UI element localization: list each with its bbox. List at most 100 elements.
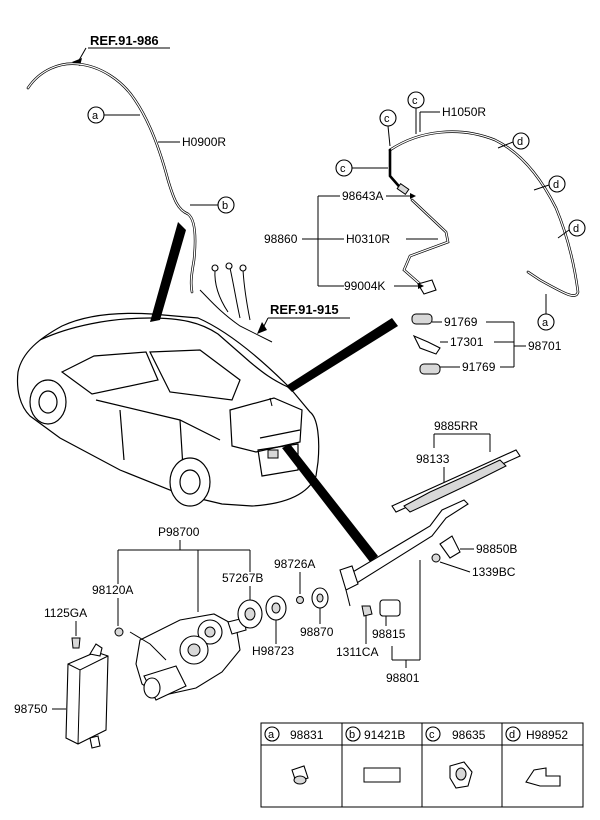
- car-roof-line: [39, 317, 291, 389]
- legend-table: a 98831 b 91421B c 98635 d H98952: [260, 722, 584, 808]
- nozzle-99004k-icon: [417, 279, 437, 295]
- label-h0900r[interactable]: H0900R: [182, 135, 226, 149]
- callout-a-text: a: [92, 110, 99, 122]
- cover-98815-icon: [379, 599, 401, 617]
- vehicle-suv: [16, 312, 320, 507]
- callout-d2-circle: [548, 175, 566, 193]
- legend-c-part[interactable]: 98635: [452, 728, 486, 742]
- label-h98723[interactable]: H98723: [252, 644, 294, 658]
- ref-91-915-label[interactable]: REF.91-915: [270, 302, 339, 317]
- label-1311ca[interactable]: 1311CA: [336, 645, 378, 659]
- nut-1339bc-icon: [431, 553, 441, 563]
- legend-cell-b: b 91421B: [345, 726, 405, 783]
- motor-bracket-arm: [129, 631, 167, 661]
- wiper-blade-9885rr[interactable]: [403, 459, 507, 513]
- label-h0310r[interactable]: H0310R: [346, 232, 390, 246]
- ref-91-986-label[interactable]: REF.91-986: [90, 33, 159, 48]
- label-99004k[interactable]: 99004K: [344, 279, 385, 293]
- car-rear-window: [229, 397, 303, 453]
- connector-1-icon: [211, 264, 219, 272]
- legend-d-letter: d: [509, 729, 515, 741]
- label-98870[interactable]: 98870: [300, 625, 334, 639]
- car-side-window: [149, 349, 241, 401]
- clip-91769-bottom-icon: [419, 363, 441, 375]
- legend-b-letter: b: [349, 729, 355, 741]
- label-17301[interactable]: 17301: [450, 335, 484, 349]
- joint-98643a-icon: [396, 182, 410, 196]
- car-rear-wheel: [169, 457, 211, 507]
- legend-cell-a: a 98831: [264, 726, 324, 785]
- label-p98700[interactable]: P98700: [158, 525, 200, 539]
- label-98643a[interactable]: 98643A: [342, 189, 383, 203]
- module-tab-bottom: [89, 735, 101, 749]
- connector-2-icon: [225, 262, 233, 270]
- label-91769-top[interactable]: 91769: [444, 315, 478, 329]
- pointer-wiper-to-car: [282, 444, 378, 562]
- clip-h98952-icon: [525, 767, 561, 787]
- label-h1050r[interactable]: H1050R: [442, 105, 486, 119]
- callout-b-text: b: [222, 200, 228, 212]
- callout-d2-text: d: [553, 179, 559, 191]
- label-98750[interactable]: 98750: [14, 702, 48, 716]
- label-98850b[interactable]: 98850B: [476, 542, 517, 556]
- label-98860[interactable]: 98860: [264, 232, 298, 246]
- pointer-hose-to-car: [150, 222, 186, 322]
- legend-d-part[interactable]: H98952: [526, 728, 568, 742]
- callout-a2-text: a: [542, 317, 549, 329]
- callout-d3-circle: [568, 219, 586, 237]
- car-rear-nozzle-marker: [269, 397, 273, 407]
- callout-d3-text: d: [573, 223, 579, 235]
- washer-hose-h0900r: REF.91-986 a H0900R b: [26, 33, 235, 294]
- car-front-wheel: [29, 379, 67, 425]
- gasket-17301-icon: [412, 334, 441, 355]
- label-91421b-icon: [363, 767, 401, 783]
- legend-cell-c: c 98635: [425, 726, 486, 789]
- callout-c2-text: c: [384, 113, 390, 125]
- pointer-nozzle-to-car: [286, 318, 398, 392]
- wiper-motor-assembly: P98700 98120A 57267B 98726A 1125GA H9872…: [14, 525, 334, 749]
- harness-wire-1: [214, 269, 229, 313]
- label-98701[interactable]: 98701: [528, 339, 562, 353]
- car-tail-lamp: [267, 449, 279, 459]
- connector-3-icon: [239, 264, 247, 272]
- callout-d1-text: d: [517, 136, 523, 148]
- label-1125ga[interactable]: 1125GA: [44, 606, 87, 620]
- label-98801[interactable]: 98801: [386, 671, 420, 685]
- clip-group-98701: 91769 17301 91769 98701: [411, 313, 562, 375]
- module-tab-top: [89, 643, 103, 657]
- label-98726a[interactable]: 98726A: [274, 557, 315, 571]
- callout-c1-text: c: [412, 95, 418, 107]
- label-98815[interactable]: 98815: [372, 627, 406, 641]
- callout-d1-circle: [512, 132, 530, 150]
- car-tailgate-plate: [257, 443, 299, 477]
- car-rear-wiper: [259, 429, 301, 439]
- label-57267b[interactable]: 57267B: [222, 571, 263, 585]
- wiring-harness: REF.91-915: [199, 262, 350, 343]
- legend-cell-d: d H98952: [505, 726, 568, 787]
- legend-a-letter: a: [268, 729, 275, 741]
- car-windshield: [60, 351, 159, 395]
- wiper-arm-98801[interactable]: [345, 499, 469, 587]
- rear-hose-assembly: H1050R c c c d d d a 98643A 98860: [264, 91, 586, 331]
- ref-91-915-arrow-icon: [257, 322, 267, 334]
- harness-main: [199, 289, 273, 343]
- clip-91769-top-icon: [411, 313, 433, 325]
- harness-wire-2: [229, 267, 241, 319]
- bolt-98120a-icon: [114, 627, 124, 637]
- label-9885rr[interactable]: 9885RR: [434, 419, 478, 433]
- legend-b-part[interactable]: 91421B: [364, 728, 405, 742]
- callout-c3-text: c: [340, 163, 346, 175]
- nut-98726a-icon: [296, 596, 304, 604]
- label-91769-bottom[interactable]: 91769: [462, 360, 496, 374]
- label-1339bc[interactable]: 1339BC: [472, 565, 516, 579]
- bolt-1125ga-icon: [71, 637, 81, 649]
- hose-h1050r[interactable]: [388, 130, 580, 297]
- label-98133[interactable]: 98133: [416, 452, 450, 466]
- harness-wire-3: [242, 269, 251, 321]
- legend-a-part[interactable]: 98831: [290, 728, 324, 742]
- legend-c-letter: c: [429, 729, 435, 741]
- cap-98850b-icon: [439, 535, 461, 559]
- car-body: [16, 312, 320, 507]
- label-98120a[interactable]: 98120A: [92, 583, 133, 597]
